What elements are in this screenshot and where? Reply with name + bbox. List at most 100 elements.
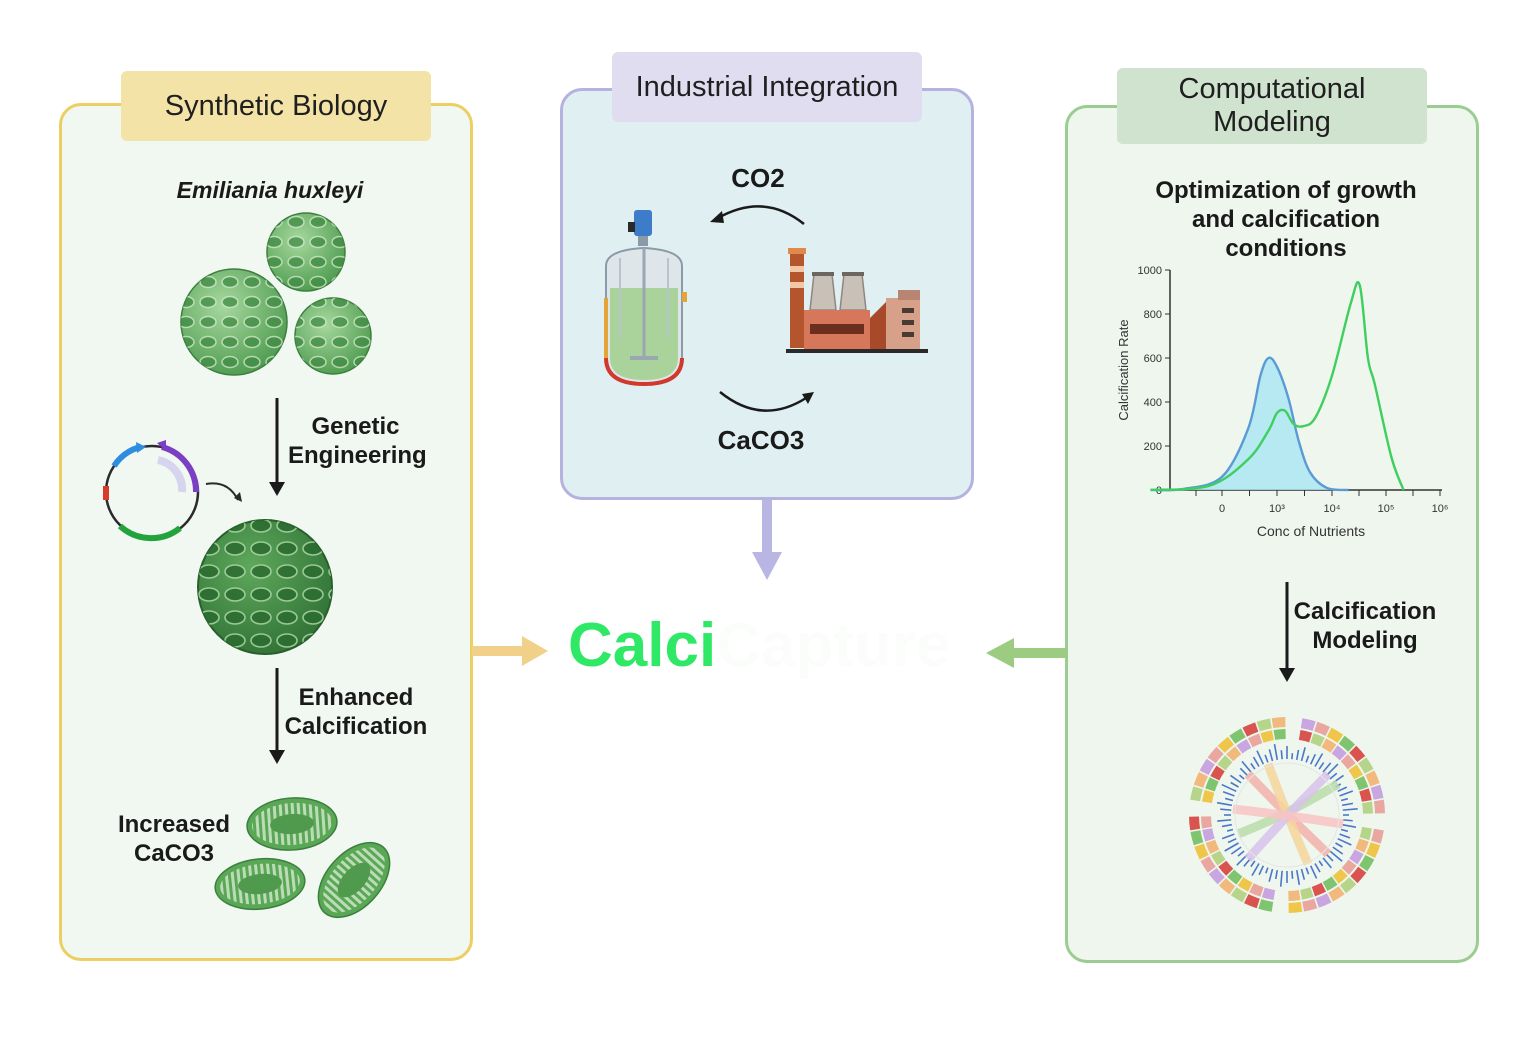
y-axis-label: Calcification Rate [1116, 319, 1131, 420]
circos-segment [1365, 770, 1380, 787]
industrial-integration-title: Industrial Integration [612, 52, 922, 122]
circos-segment [1190, 830, 1204, 846]
circos-segment [1315, 893, 1332, 908]
circos-bar [1291, 753, 1294, 760]
circos-segment [1189, 816, 1201, 831]
series-1-line [1150, 356, 1349, 492]
circos-bar [1318, 860, 1324, 867]
chart-title: Optimization of growth and calcification… [1155, 177, 1417, 262]
circos-bar [1337, 837, 1352, 846]
circos-bar [1268, 749, 1274, 762]
circos-segment [1359, 854, 1375, 872]
circos-segment [1237, 877, 1253, 892]
circos-bar [1300, 868, 1306, 880]
circos-segment [1370, 784, 1384, 800]
circos-bar [1221, 833, 1235, 840]
circos-bar [1340, 797, 1349, 802]
circos-segment [1354, 775, 1369, 791]
circos-bar [1230, 846, 1242, 855]
circos-segment [1311, 882, 1327, 897]
circos-segment [1218, 878, 1236, 895]
circos-segment [1288, 901, 1303, 913]
circos-bar [1314, 753, 1324, 767]
circos-segment [1339, 877, 1357, 894]
circos-bar [1309, 865, 1318, 879]
circos-bar [1217, 819, 1232, 822]
circos-segment [1271, 717, 1286, 729]
circos-bar [1250, 860, 1256, 868]
circos-segment [1193, 772, 1208, 788]
circos-segment [1217, 736, 1235, 753]
circos-bar [1339, 833, 1351, 839]
circos-chord [1232, 804, 1344, 829]
circos-bar [1291, 870, 1294, 879]
industrial-to-brand-arrow [752, 500, 782, 580]
circos-segment [1208, 867, 1225, 885]
circos-segment [1341, 859, 1357, 875]
circos-segment [1249, 883, 1264, 897]
caco3-flow-arrow [719, 391, 814, 412]
calcification-modeling-arrow [1279, 582, 1295, 682]
circos-segment [1256, 718, 1272, 732]
circos-segment [1310, 733, 1325, 747]
brand-part-2: Capture [716, 611, 951, 680]
factory-icon [786, 248, 928, 353]
circos-bar [1295, 749, 1300, 760]
circos-bar [1265, 867, 1269, 874]
circos-bar [1340, 828, 1349, 833]
circos-segment [1300, 718, 1316, 731]
x-axis-label: Conc of Nutrients [1257, 523, 1365, 539]
x-tick-label: 10³ [1269, 503, 1285, 515]
circos-segment [1326, 727, 1344, 743]
circos-bar [1326, 854, 1334, 862]
x-tick-label: 10⁴ [1324, 503, 1341, 515]
calcicapture-logo: CalciCapture [568, 610, 950, 681]
circos-bar [1314, 863, 1321, 873]
organism-label: Emiliania huxleyi [176, 177, 364, 203]
circos-bar [1332, 846, 1344, 855]
circos-bar [1342, 823, 1357, 828]
circos-segment [1331, 745, 1347, 761]
enhanced-calcification-arrow [269, 668, 285, 764]
circos-bar [1224, 842, 1239, 852]
circos-segment [1218, 860, 1234, 876]
circos-segment [1355, 838, 1369, 853]
circos-segment [1359, 826, 1372, 841]
circos-bar [1322, 857, 1332, 869]
circos-bar [1222, 790, 1235, 797]
circos-bar [1279, 870, 1283, 887]
circos-segment [1236, 739, 1252, 754]
circos-bar [1295, 870, 1301, 886]
circos-segment [1205, 839, 1220, 855]
circos-segment [1359, 788, 1372, 802]
coccolithophore-cluster-icon [180, 212, 372, 376]
circos-segment [1332, 868, 1348, 884]
circos-inner-ring [1234, 762, 1340, 868]
circos-bar [1237, 850, 1245, 857]
circos-bar [1239, 767, 1248, 776]
circos-bar [1335, 842, 1343, 848]
bioreactor-icon [604, 210, 687, 387]
circos-segment [1194, 843, 1209, 860]
circos-segment [1340, 754, 1356, 770]
circos-bar [1326, 763, 1339, 776]
circos-bar [1216, 801, 1232, 807]
brand-part-1: Calci [568, 611, 717, 680]
coccoliths-icon [214, 797, 391, 919]
x-tick-label: 0 [1219, 503, 1225, 515]
circos-segment [1202, 789, 1215, 804]
plasmid-icon [103, 440, 242, 542]
circos-segment [1371, 828, 1384, 844]
circos-bar [1220, 808, 1232, 811]
y-tick-label: 1000 [1138, 265, 1162, 277]
circos-bar [1252, 756, 1260, 767]
circos-bar [1342, 808, 1358, 811]
circos-segment [1211, 850, 1226, 866]
engineered-coccolithophore-icon [197, 519, 333, 655]
circos-segment [1288, 890, 1301, 901]
circos-segment [1302, 898, 1318, 912]
circos-segment [1244, 894, 1260, 909]
circos-bar [1250, 762, 1256, 770]
circos-bar [1230, 774, 1242, 784]
